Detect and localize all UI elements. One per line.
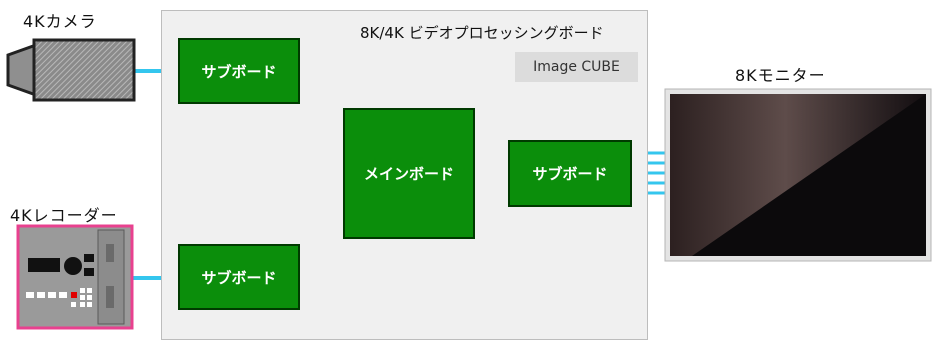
sub-board-right: サブボード bbox=[508, 140, 632, 207]
board-title: 8K/4K ビデオプロセッシングボード bbox=[360, 24, 604, 42]
main-board: メインボード bbox=[343, 108, 475, 239]
monitor-label: 8Kモニター bbox=[735, 66, 826, 85]
product-name-badge: Image CUBE bbox=[515, 52, 638, 82]
monitor-icon bbox=[664, 88, 932, 262]
camera-label: 4Kカメラ bbox=[23, 12, 97, 31]
recorder-icon bbox=[16, 224, 134, 330]
recorder-label: 4Kレコーダー bbox=[10, 206, 118, 225]
sub-board-top: サブボード bbox=[178, 38, 300, 104]
camera-icon bbox=[6, 38, 136, 102]
sub-board-bottom: サブボード bbox=[178, 244, 300, 310]
